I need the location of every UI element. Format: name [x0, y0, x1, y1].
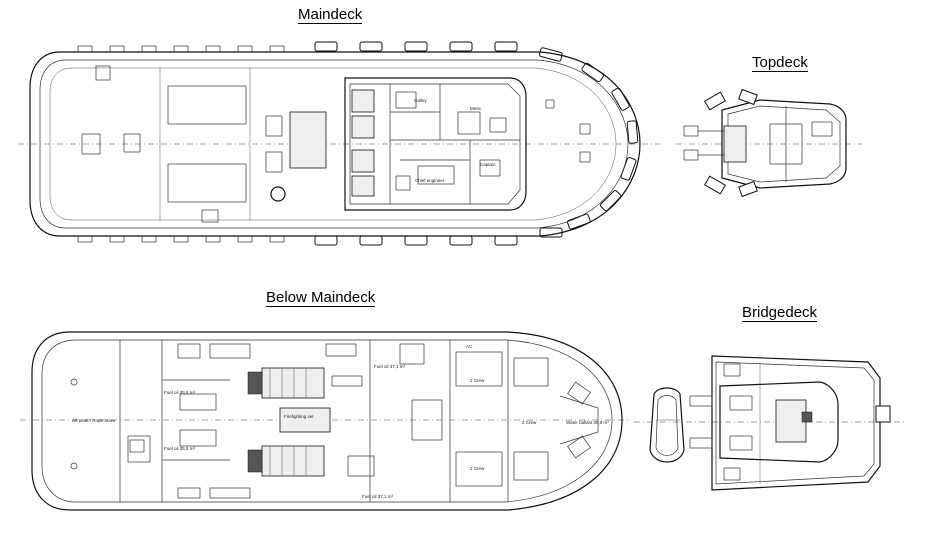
- chief-engineer-label: Chief engineer: [415, 178, 445, 183]
- maindeck-plan: Galley Chief engineer Captain Mess: [18, 41, 660, 246]
- crew-cabin-2-label: 2 Crew: [470, 466, 485, 471]
- mess-label: Mess: [470, 106, 482, 111]
- fuel-oil-tank-1-label: Fuel oil 35,8 m³: [164, 390, 196, 395]
- firefighting-set-label: Firefighting set: [284, 414, 314, 419]
- fuel-oil-tank-2-label: Fuel oil 35,8 m³: [164, 446, 196, 451]
- crew-cabin-1-label: 2 Crew: [470, 378, 485, 383]
- fuel-oil-tank-3-label: Fuel oil 37,1 m³: [374, 364, 406, 369]
- crew-cabin-3-label: 2 Crew: [522, 420, 537, 425]
- aft-peak-label: Aft peak / Rope Store: [72, 418, 116, 423]
- below-maindeck-title: Below Maindeck: [266, 289, 376, 307]
- bridgedeck-plan: [634, 355, 904, 491]
- topdeck-title: Topdeck: [752, 54, 808, 72]
- below-maindeck-plan: Firefighting set Fuel oil 35,8 m³ Fuel o…: [20, 331, 628, 511]
- captain-label: Captain: [480, 162, 496, 167]
- maindeck-fenders: [314, 41, 639, 246]
- rescue-boat: [649, 387, 685, 463]
- ac-label: AC: [466, 344, 473, 349]
- fore-peak-label: Water ballast 35,8 m³: [566, 420, 609, 425]
- topdeck-plan: [676, 88, 862, 198]
- galley-label: Galley: [414, 98, 428, 103]
- fuel-oil-tank-4-label: Fuel oil 37,1 m³: [362, 494, 394, 499]
- maindeck-title: Maindeck: [298, 6, 363, 24]
- bridgedeck-title: Bridgedeck: [742, 304, 818, 322]
